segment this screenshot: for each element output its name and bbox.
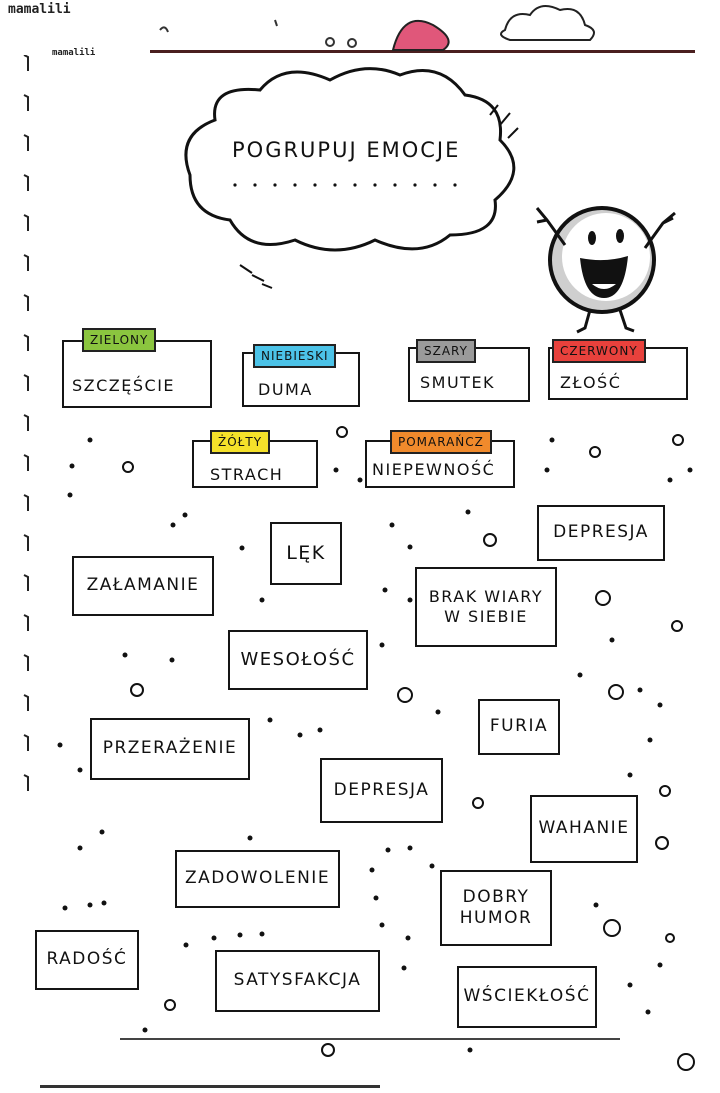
scattered-spirals [122,426,695,1071]
category-emotion: ZŁOŚĆ [560,373,622,392]
spiral-binding [23,55,29,791]
scattered-dots [57,437,693,1053]
word-card: DEPRESJA [320,758,443,823]
title-cloud [184,67,516,252]
word-card: SATYSFAKCJA [215,950,380,1012]
word-card: WAHANIE [530,795,638,863]
word-card: DOBRY HUMOR [440,870,552,946]
brand-logo-top: mamalili [8,2,71,17]
smiling-ball-character [535,206,676,334]
category-color-tag: NIEBIESKI [253,344,337,368]
top-doodles [159,19,357,48]
category-color-tag: ŻÓŁTY [210,430,271,454]
word-card: ZAŁAMANIE [72,556,214,616]
category-emotion: SMUTEK [420,373,496,392]
brand-logo-inner: mamalili [52,48,96,58]
page-bottom-edge [120,1038,620,1040]
word-card: PRZERAŻENIE [90,718,250,780]
title-dotted-line [233,183,457,187]
word-card: BRAK WIARY W SIEBIE [415,567,557,647]
page-title: POGRUPUJ EMOCJE [232,138,461,162]
category-emotion: NIEPEWNOŚĆ [372,460,496,479]
category-color-tag: POMARAŃCZ [390,430,492,454]
word-card: LĘK [270,522,342,585]
category-emotion: DUMA [258,380,313,399]
word-card: FURIA [478,699,560,755]
word-card: ZADOWOLENIE [175,850,340,908]
pink-balloon-doodle [391,20,450,51]
category-color-tag: CZERWONY [552,339,646,363]
word-card: WŚCIEKŁOŚĆ [457,966,597,1028]
bottom-border-line [40,1085,380,1088]
word-card: DEPRESJA [537,505,665,561]
word-card: RADOŚĆ [35,930,139,990]
category-emotion: SZCZĘŚCIE [72,376,176,395]
top-border-line [150,50,695,53]
category-emotion: STRACH [210,465,284,484]
cloud-motion-lines [239,104,519,289]
word-card: WESOŁOŚĆ [228,630,368,690]
small-cloud-doodle [500,5,595,41]
category-color-tag: SZARY [416,339,476,363]
category-color-tag: ZIELONY [82,328,157,352]
